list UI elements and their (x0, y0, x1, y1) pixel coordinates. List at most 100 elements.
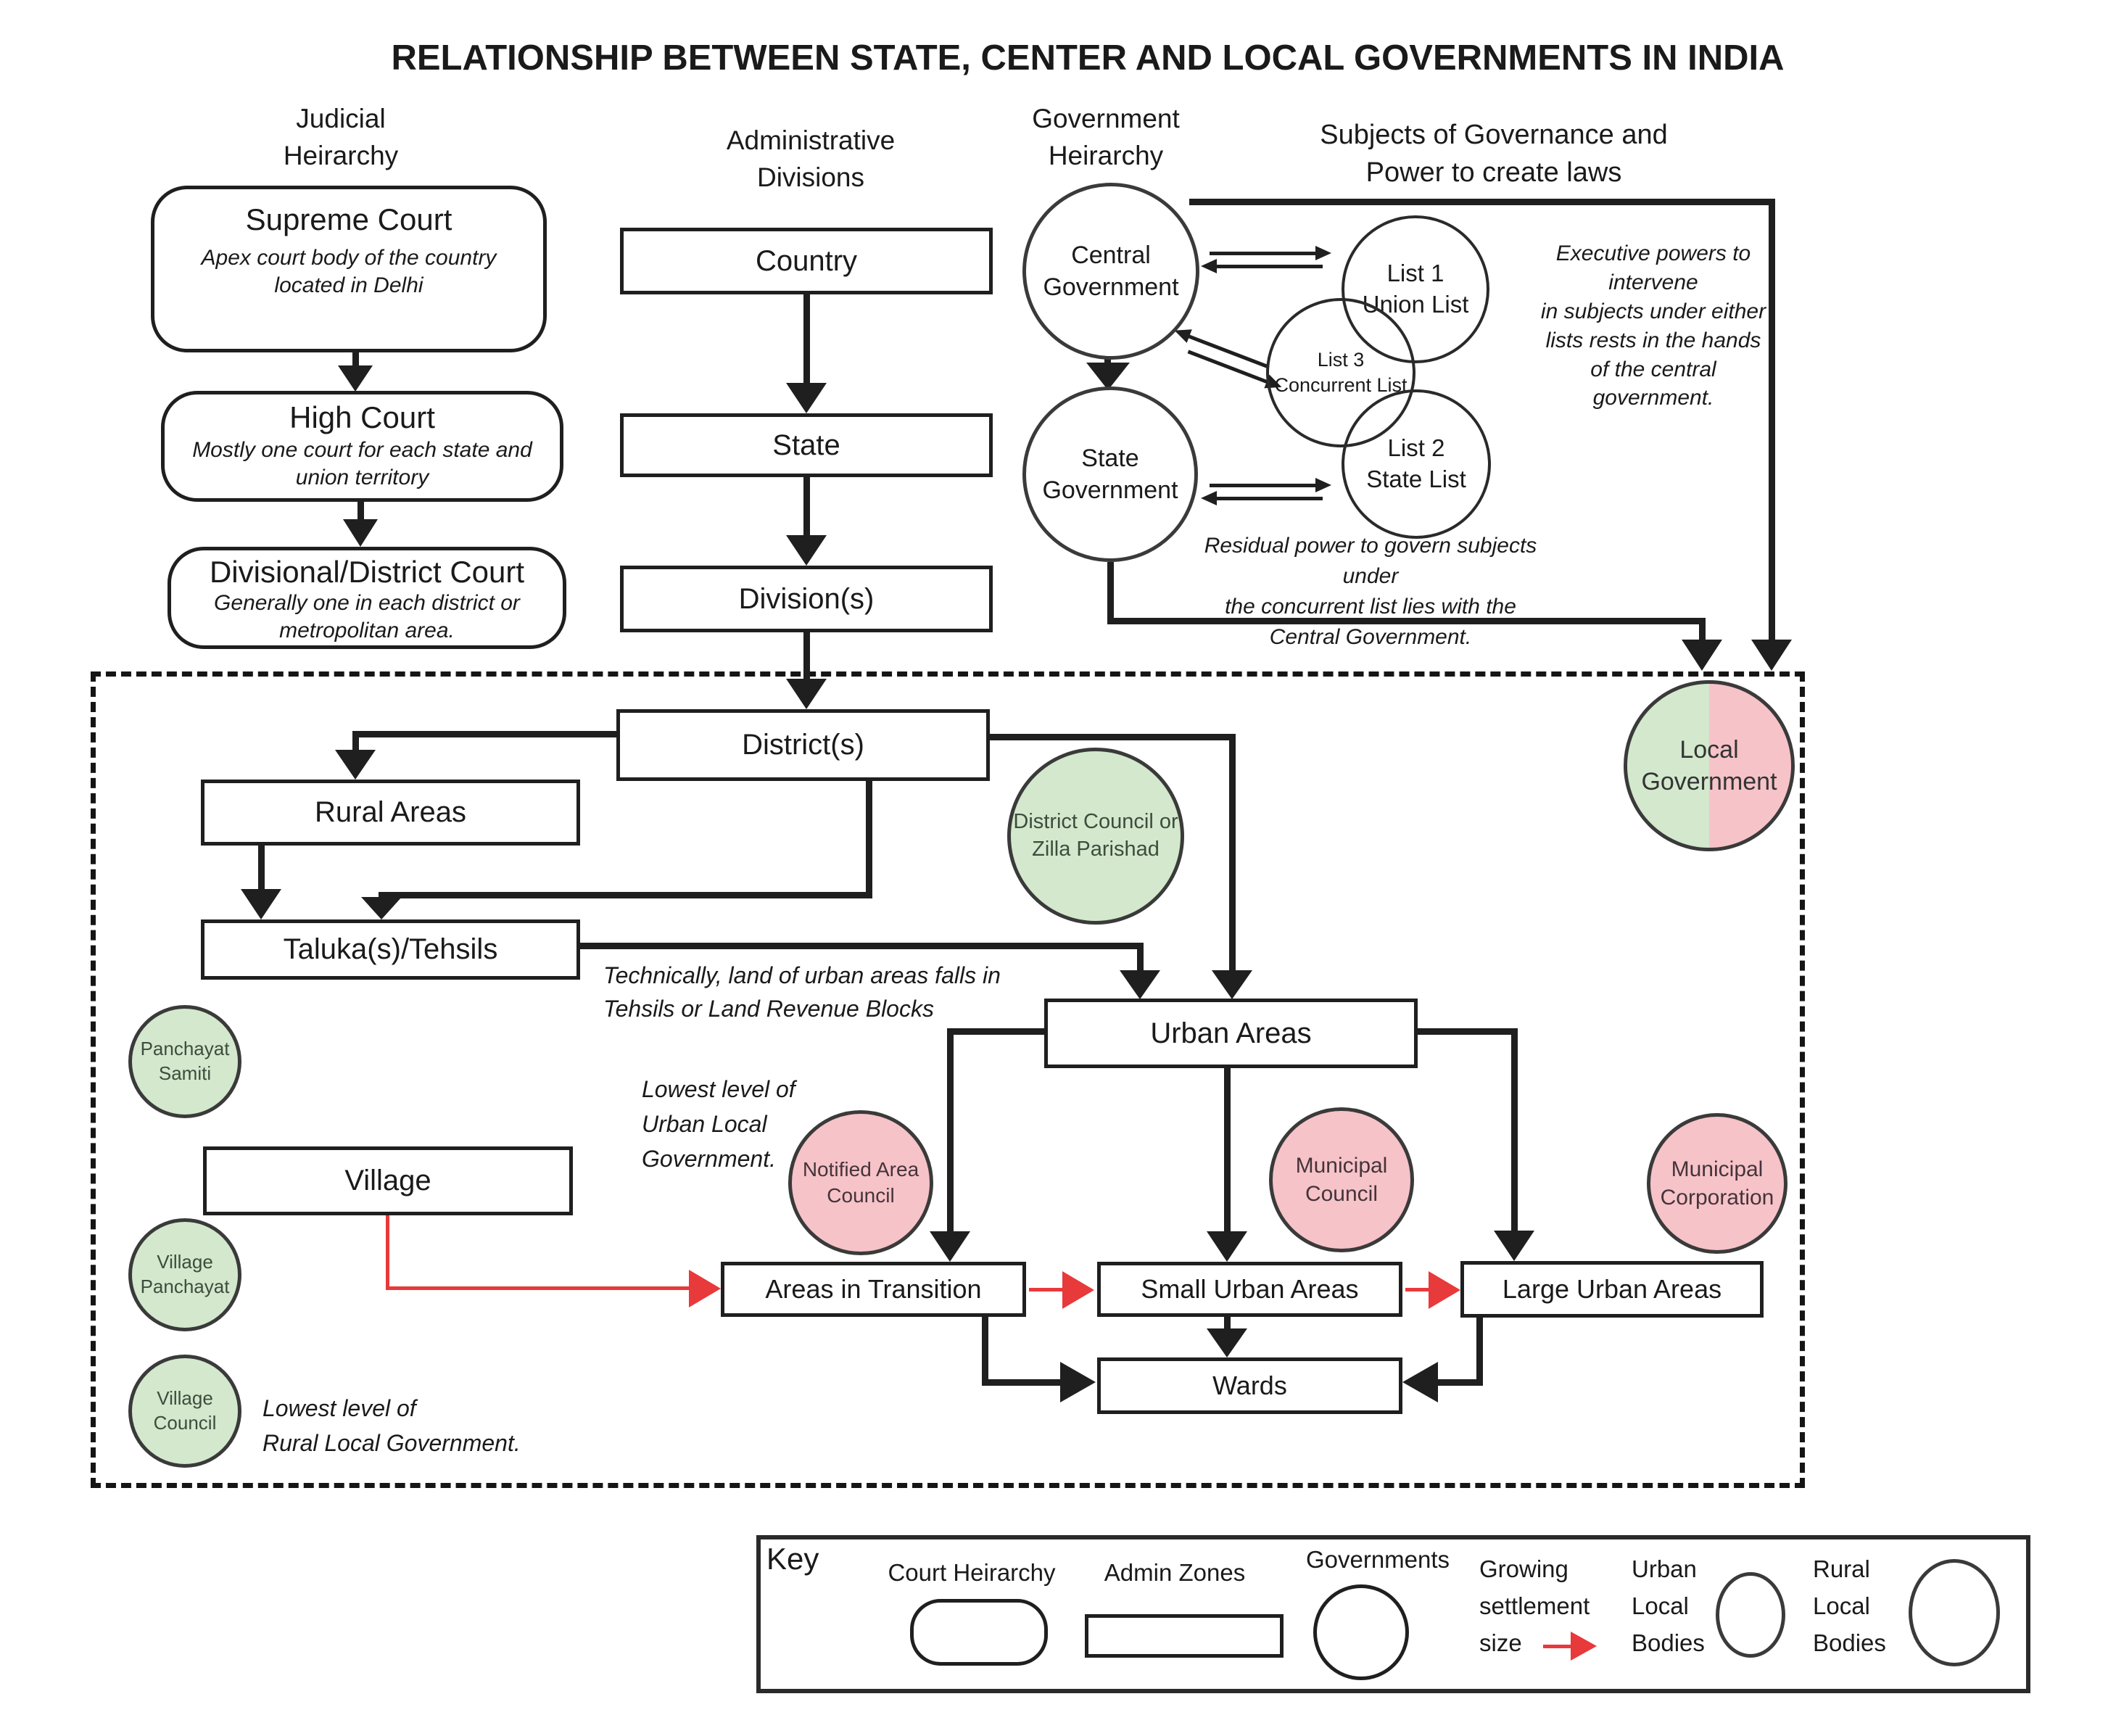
key-red-arrow-line (1543, 1645, 1572, 1648)
red-arrow-village-transition (689, 1270, 721, 1307)
double-arrow-central-list3-line1 (1187, 334, 1269, 368)
key-governments-shape (1313, 1584, 1409, 1680)
arrow-districts-urban-head (1212, 970, 1252, 999)
line-transition-wards-h (982, 1379, 1062, 1386)
notified-area-council-circle: Notified Area Council (788, 1110, 933, 1255)
high-court-desc: Mostly one court for each state and unio… (192, 438, 532, 489)
arrow-districts-rural-stem (352, 731, 359, 751)
line-stategov-local-v (1699, 618, 1706, 642)
header-subjects: Subjects of Governance and Power to crea… (1320, 120, 1668, 189)
supreme-court-title: Supreme Court (245, 202, 452, 236)
red-line-small-large (1405, 1288, 1431, 1291)
arrow-urban-small-head (1207, 1231, 1247, 1262)
arrow-small-wards-head (1207, 1328, 1247, 1357)
list1-union-list-circle: List 1 Union List (1342, 215, 1489, 363)
supreme-court-desc: Apex court body of the country located i… (201, 246, 497, 297)
arrow-rural-taluka-stem (258, 846, 265, 890)
small-urban-areas-box: Small Urban Areas (1097, 1262, 1402, 1317)
divisions-box: Division(s) (620, 566, 993, 632)
state-government-circle: State Government (1022, 387, 1198, 562)
arrow-high-divisional-head (343, 519, 378, 547)
districts-box: District(s) (616, 709, 990, 781)
country-box: Country (620, 228, 993, 294)
municipal-corporation-circle: Municipal Corporation (1647, 1113, 1787, 1254)
key-admin-label: Admin Zones (1104, 1559, 1246, 1586)
header-government: Government Heirarchy (1032, 104, 1180, 171)
panchayat-samiti-circle: Panchayat Samiti (128, 1005, 241, 1118)
key-rural-shape (1909, 1559, 2000, 1666)
high-court-box: High Court Mostly one court for each sta… (161, 391, 563, 502)
divisional-court-title: Divisional/District Court (209, 555, 525, 589)
red-line-village-right (386, 1286, 690, 1290)
page-title: RELATIONSHIP BETWEEN STATE, CENTER AND L… (391, 38, 1785, 78)
line-large-wards-h (1431, 1379, 1483, 1386)
double-arrow-central-list3 (1166, 323, 1285, 401)
key-admin-shape (1085, 1614, 1284, 1658)
high-court-title: High Court (289, 400, 435, 434)
municipal-council-circle: Municipal Council (1269, 1107, 1414, 1252)
key-growing-label: Growing settlement size (1479, 1555, 1590, 1657)
rural-areas-box: Rural Areas (201, 780, 580, 846)
local-government-circle: Local Government (1624, 680, 1795, 851)
line-urban-transition-v (947, 1028, 954, 1233)
double-arrow-central-list1-line2 (1215, 265, 1323, 268)
red-line-transition-small (1029, 1288, 1064, 1291)
arrow-state-divisions-stem (803, 477, 810, 537)
line-urban-large-v (1511, 1028, 1518, 1232)
central-government-circle: Central Government (1022, 183, 1199, 360)
village-council-circle: Village Council (128, 1355, 241, 1468)
arrow-country-state-head (786, 383, 827, 413)
village-box: Village (203, 1146, 573, 1215)
header-administrative: Administrative Divisions (726, 125, 896, 193)
arrow-divisions-districts-stem (803, 632, 810, 680)
arrow-rural-taluka-head (241, 889, 281, 919)
arrow-urban-large-head (1494, 1231, 1534, 1261)
double-arrow-central-list1-head-right (1315, 246, 1331, 260)
header-judicial: Judicial Heirarchy (283, 104, 399, 171)
state-box: State (620, 413, 993, 477)
key-court-shape (910, 1599, 1048, 1666)
double-arrow-state-list2-head-left (1201, 491, 1217, 505)
line-districts-down (866, 781, 872, 898)
key-urban-label: Urban Local Bodies (1632, 1555, 1705, 1657)
arrow-supreme-high-stem (352, 352, 359, 368)
key-rural-label: Rural Local Bodies (1813, 1555, 1886, 1657)
wards-box: Wards (1097, 1357, 1402, 1414)
arrow-urban-transition-head (930, 1231, 970, 1262)
line-urban-transition-h (950, 1028, 1044, 1035)
divisional-court-desc: Generally one in each district or metrop… (214, 591, 520, 642)
supreme-court-box: Supreme Court Apex court body of the cou… (151, 186, 547, 352)
line-stategov-right (1107, 618, 1706, 624)
double-arrow-state-list2-line2 (1215, 497, 1323, 500)
arrow-high-divisional-stem (357, 502, 364, 521)
arrow-taluka-urban-head (1120, 970, 1160, 999)
line-taluka-urban-h (580, 943, 1144, 949)
arrow-central-stategov-stem (1104, 355, 1111, 365)
line-stategov-down (1107, 562, 1114, 624)
key-governments-label: Governments (1305, 1546, 1450, 1573)
line-central-laws-v (1769, 199, 1775, 641)
arrow-transition-wards-head (1060, 1362, 1096, 1402)
large-urban-areas-box: Large Urban Areas (1460, 1261, 1764, 1318)
double-arrow-central-list1-head-left (1201, 259, 1217, 273)
double-arrow-central-list3-line2 (1187, 350, 1269, 384)
line-districts-urban-v (1229, 734, 1236, 973)
line-taluka-urban-v (1137, 943, 1144, 977)
list2-state-list-circle: List 2 State List (1342, 389, 1491, 539)
line-districts-urban-h (990, 734, 1236, 740)
double-arrow-state-list2-line1 (1210, 484, 1317, 487)
annotation-technically: Technically, land of urban areas falls i… (603, 962, 1001, 1022)
arrow-central-stategov-head (1086, 363, 1130, 390)
double-arrow-central-list1-line1 (1210, 252, 1317, 255)
line-central-laws-h (1189, 199, 1775, 205)
annotation-lowest-rural: Lowest level of Rural Local Government. (263, 1395, 521, 1456)
arrow-districts-rural-head (335, 750, 376, 780)
arrow-supreme-high-head (338, 365, 373, 392)
arrow-stategov-local-head (1682, 640, 1722, 671)
arrow-urban-small-stem (1224, 1068, 1231, 1233)
arrow-small-wards-stem (1224, 1317, 1231, 1331)
key-title: Key (766, 1542, 819, 1576)
annotation-lowest-urban: Lowest level of Urban Local Government. (642, 1076, 795, 1172)
line-districts-rural (355, 731, 616, 737)
